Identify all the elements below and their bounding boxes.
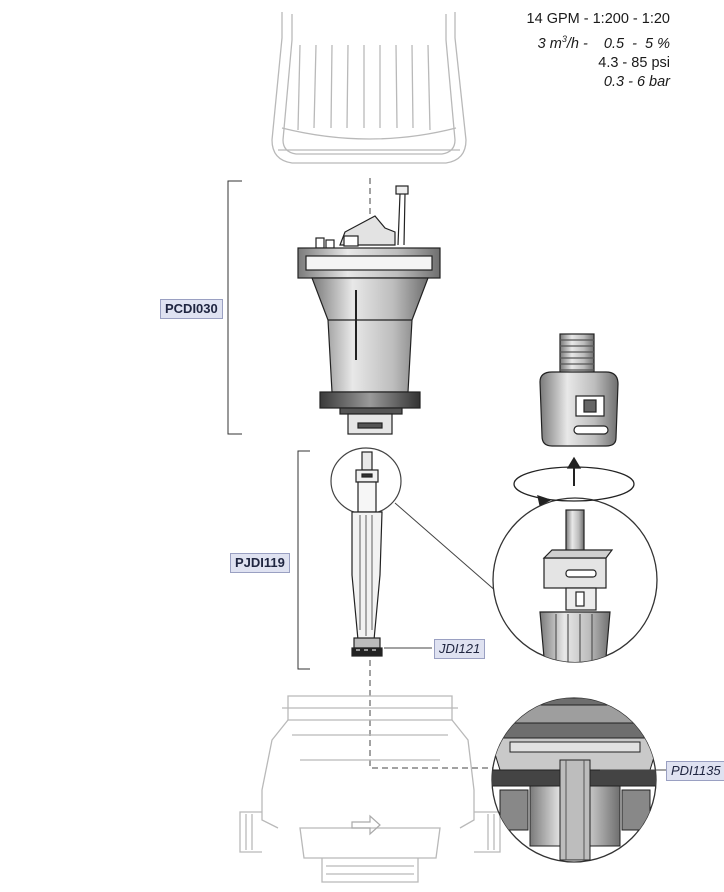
spec-pressure-bar: 0.3 - 6 bar xyxy=(603,74,670,91)
piston-drawing xyxy=(330,447,498,657)
flow-direction-arrow-icon xyxy=(351,814,381,836)
valve-detail-circle xyxy=(491,697,666,863)
top-cover-ghost xyxy=(271,12,467,164)
rotation-arrow-icon xyxy=(513,456,635,506)
piston-detail-circle xyxy=(492,497,658,663)
bracket-piston xyxy=(297,450,310,670)
bracket-upper xyxy=(227,180,242,435)
spec-block: 14 GPM - 1:200 - 1:20 3 m3/h - 0.5 - 5 %… xyxy=(527,10,670,93)
label-upper-assembly: PCDI030 xyxy=(160,299,223,319)
bottom-housing-ghost xyxy=(239,695,501,883)
spec-pressure-psi: 4.3 - 85 psi xyxy=(598,54,670,71)
spec-flow-ratio: 14 GPM - 1:200 - 1:20 xyxy=(526,11,670,27)
label-seal-part: JDI121 xyxy=(434,639,486,659)
spec-flow-metric: 3 m3/h - 0.5 - 5 % xyxy=(537,33,670,52)
label-piston-assembly: PJDI119 xyxy=(230,553,290,573)
coupling-part-drawing xyxy=(539,333,619,447)
label-bottom-part: PDI1135 xyxy=(666,761,724,781)
upper-assembly-drawing xyxy=(297,185,441,435)
